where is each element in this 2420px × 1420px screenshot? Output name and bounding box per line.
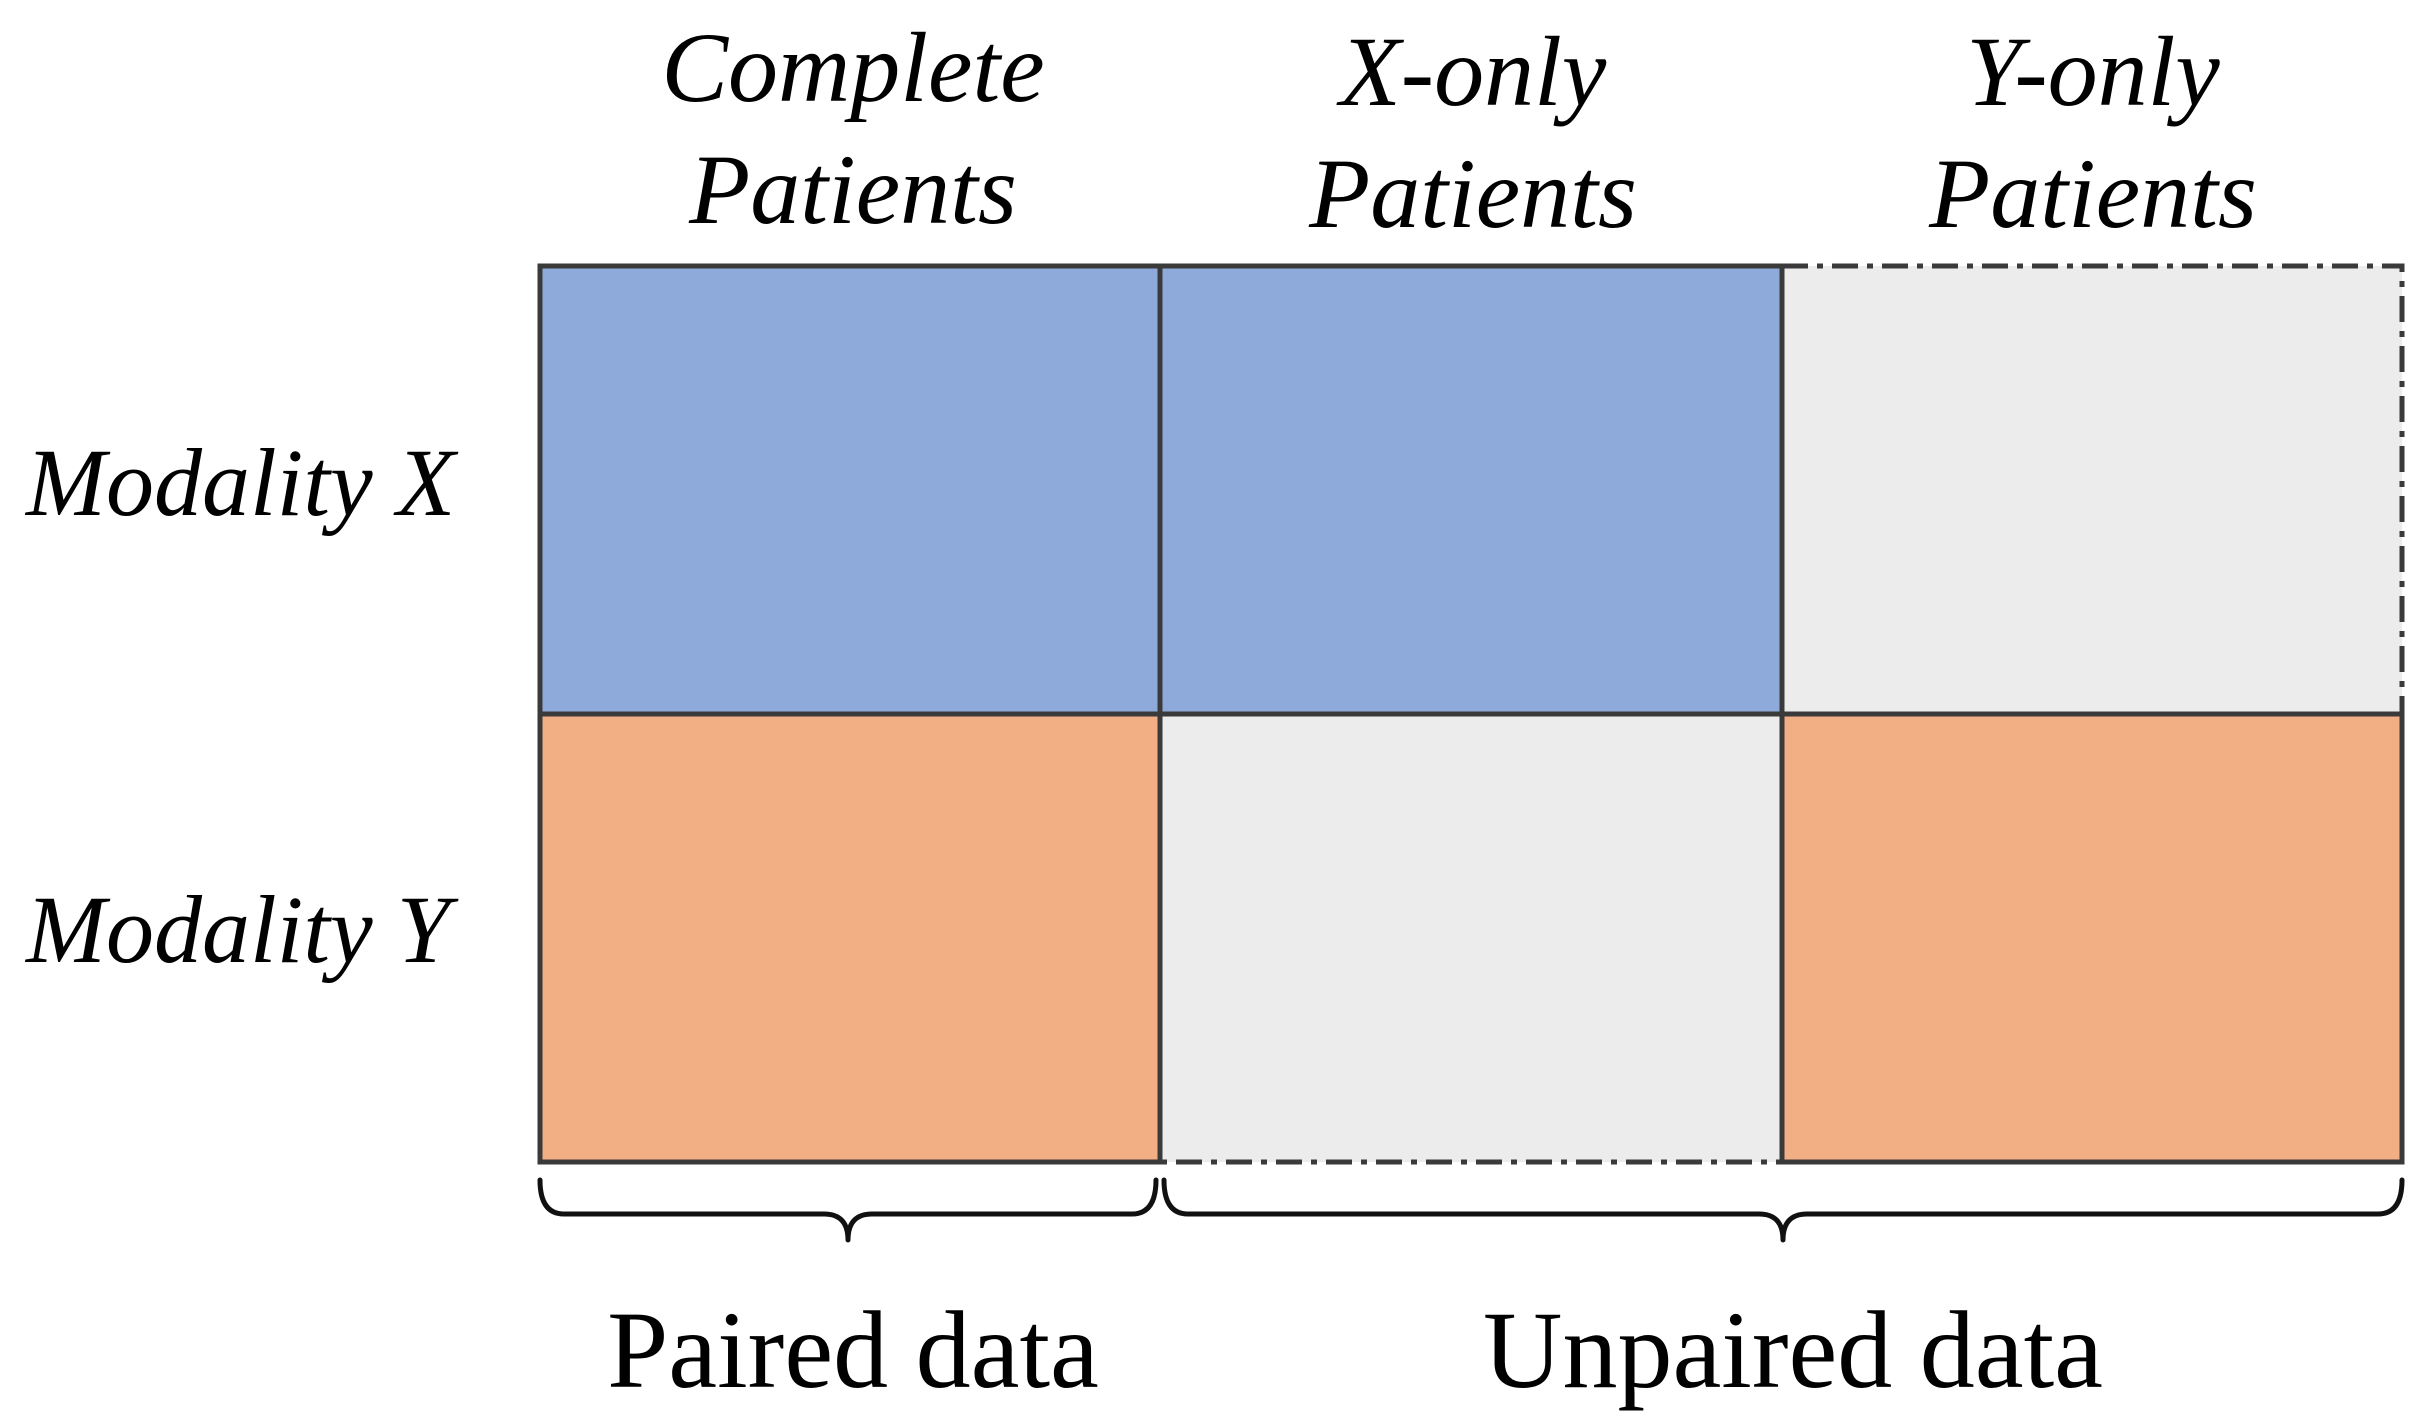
row-header-modality-x: Modality X [26,429,456,536]
cell-modality-x-complete-present [537,263,1163,717]
brace-unpaired-data [1161,1177,2405,1243]
column-header-x-only-line2: Patients [1309,138,1637,249]
cell-modality-y-complete-present [537,711,1163,1165]
group-label-paired-data: Paired data [607,1289,1099,1411]
group-label-unpaired-data: Unpaired data [1483,1289,2103,1411]
cell-modality-x-y-only-missing [1779,263,2405,717]
cell-border-modality-y-complete [537,711,1163,1165]
cell-border-modality-x-x-only [1157,263,1785,717]
cells-layer [537,263,2405,1165]
column-header-complete-line1: Complete [661,12,1045,123]
cell-border-modality-y-y-only [1779,711,2405,1165]
cell-modality-y-y-only-present [1779,711,2405,1165]
row-header-modality-y: Modality Y [26,876,450,983]
brace-paired-data [537,1177,1159,1243]
column-header-y-only-line2: Patients [1929,138,2257,249]
braces-layer [537,1177,2405,1243]
column-header-x-only-line1: X-only [1339,16,1607,127]
cell-modality-x-x-only-present [1157,263,1785,717]
column-header-y-only-line1: Y-only [1966,16,2220,127]
cell-modality-y-x-only-missing [1157,711,1785,1165]
column-header-complete-line2: Patients [689,134,1017,245]
